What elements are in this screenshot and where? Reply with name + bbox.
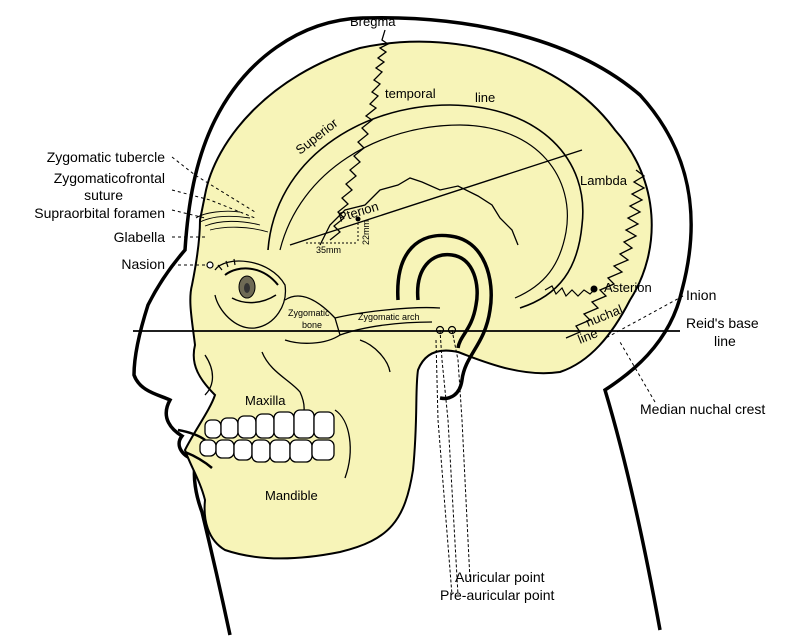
label-reids-1: Reid's base: [686, 315, 759, 331]
label-supraorbital-foramen: Supraorbital foramen: [34, 205, 165, 221]
ear-outer: [396, 233, 493, 401]
label-zygomatic-bone-1: Zygomatic: [288, 308, 330, 318]
pupil-highlight: [244, 283, 250, 293]
ear-inner: [415, 252, 479, 349]
label-line-top: line: [475, 90, 495, 105]
coronal-suture: [329, 29, 390, 241]
coronoid: [359, 339, 391, 373]
eyelashes: [217, 258, 236, 271]
label-zygomatic-bone-2: bone: [302, 320, 322, 330]
eye-upper-lid: [224, 267, 279, 286]
label-zygomatic-arch: Zygomatic arch: [358, 312, 420, 322]
label-temporal: temporal: [385, 86, 436, 101]
upper-teeth: [204, 409, 335, 439]
pterion-lambda-line: [289, 149, 583, 246]
auricular-point-marker: [447, 325, 457, 335]
superior-temporal-line: [267, 104, 584, 309]
label-zygomatic-tubercle: Zygomatic tubercle: [47, 149, 165, 165]
pre-auricular-line-2: [435, 339, 453, 596]
zygomatic-arch-lower: [339, 321, 433, 336]
label-pre-auricular-point: Pre-auricular point: [440, 587, 554, 603]
label-maxilla: Maxilla: [245, 393, 286, 408]
squamosal-suture: [544, 285, 597, 298]
nasion-marker: [206, 261, 214, 269]
zygomatic-arch-shape: [334, 306, 441, 319]
lower-teeth: [199, 439, 335, 463]
label-zygomaticofrontal-1: Zygomaticofrontal: [54, 170, 165, 186]
label-lambda: Lambda: [580, 173, 628, 188]
label-median-nuchal-crest: Median nuchal crest: [640, 401, 765, 417]
leader-lines: [171, 156, 684, 403]
label-reids-2: line: [714, 333, 736, 349]
label-35mm: 35mm: [316, 245, 341, 255]
inferior-temporal-line: [279, 124, 568, 299]
label-22mm: 22mm: [361, 220, 371, 245]
label-line-nuchal: line: [576, 325, 600, 346]
head-outline: [132, 16, 363, 636]
pre-auricular-point-marker: [435, 325, 445, 335]
label-mandible: Mandible: [265, 488, 318, 503]
eye-lower-lid: [231, 294, 277, 304]
lips: [177, 428, 213, 469]
skull: [183, 40, 653, 560]
label-inion: Inion: [686, 287, 716, 303]
zygomatic-bone-shape: [284, 295, 341, 344]
pre-auricular-line: [439, 329, 459, 596]
temporal-squama-suture: [319, 177, 519, 246]
asterion-marker: [590, 285, 598, 293]
label-auricular-point: Auricular point: [455, 569, 545, 585]
brow-hatch: [195, 210, 269, 233]
mandible-ramus: [334, 409, 351, 479]
label-glabella: Glabella: [114, 229, 166, 245]
head-outline-back: [361, 15, 693, 631]
eye-socket: [214, 260, 287, 329]
label-nasion: Nasion: [121, 256, 165, 272]
label-bregma: Bregma: [350, 14, 396, 29]
label-zygomaticofrontal-2: suture: [84, 187, 123, 203]
auricular-line: [451, 329, 471, 581]
nasal-cavity: [204, 354, 214, 396]
pterion-dot: [355, 216, 361, 222]
lambdoid-suture: [565, 169, 646, 339]
label-asterion: Asterion: [604, 280, 652, 295]
